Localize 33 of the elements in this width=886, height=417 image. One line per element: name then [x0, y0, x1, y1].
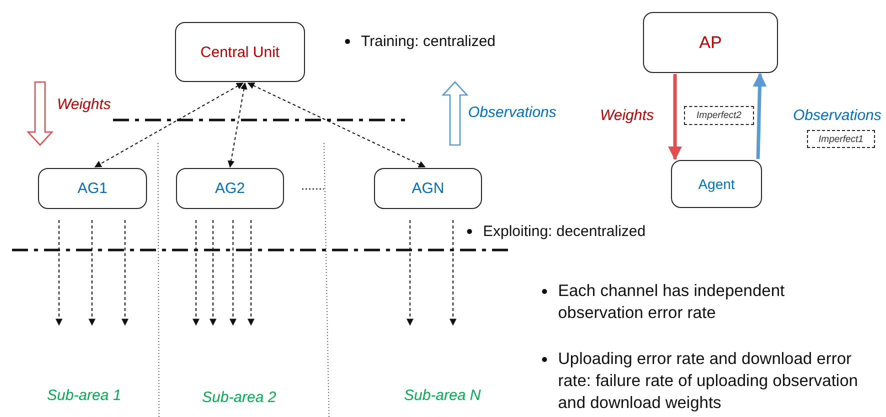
- bullet-text: Exploiting: decentralized: [483, 222, 646, 241]
- arrow: [752, 72, 767, 160]
- edge-label: Observations: [793, 106, 882, 125]
- arrow: [94, 82, 244, 168]
- note-box: Imperfect1: [807, 130, 875, 148]
- agent-box: AGN: [374, 168, 482, 209]
- arrow: [247, 82, 426, 168]
- arrow: [248, 220, 254, 326]
- access-point-box: AP: [643, 12, 778, 73]
- arrow: [450, 220, 456, 326]
- bullet-text: Uploading error rate and download error rate: failure rate of uploading observation and download weights: [558, 349, 859, 414]
- area-label: Sub-area 1: [47, 386, 122, 405]
- arrow-caption: Observations: [468, 103, 556, 122]
- agent-box: AG2: [176, 168, 284, 209]
- arrow: [192, 220, 200, 326]
- note-box: Imperfect2: [684, 106, 754, 125]
- area-label: Sub-area 2: [202, 388, 276, 407]
- arrow-caption: Weights: [57, 95, 111, 114]
- edge-label: Weights: [600, 106, 654, 125]
- arrow: [668, 74, 682, 160]
- arrow: [228, 82, 248, 168]
- arrow: [122, 220, 128, 326]
- agent-box: Agent: [671, 160, 762, 208]
- arrow: [88, 220, 96, 326]
- arrow: [406, 220, 414, 326]
- arrow: [230, 220, 236, 326]
- arrow: [56, 220, 62, 326]
- agent-box: AG1: [38, 168, 147, 209]
- bullet-text: Training: centralized: [361, 32, 496, 51]
- arrow: [210, 220, 216, 326]
- area-label: Sub-area N: [404, 386, 481, 405]
- bullet-text: Each channel has independent observation error rate: [558, 281, 786, 324]
- unit-box: Central Unit: [175, 22, 305, 82]
